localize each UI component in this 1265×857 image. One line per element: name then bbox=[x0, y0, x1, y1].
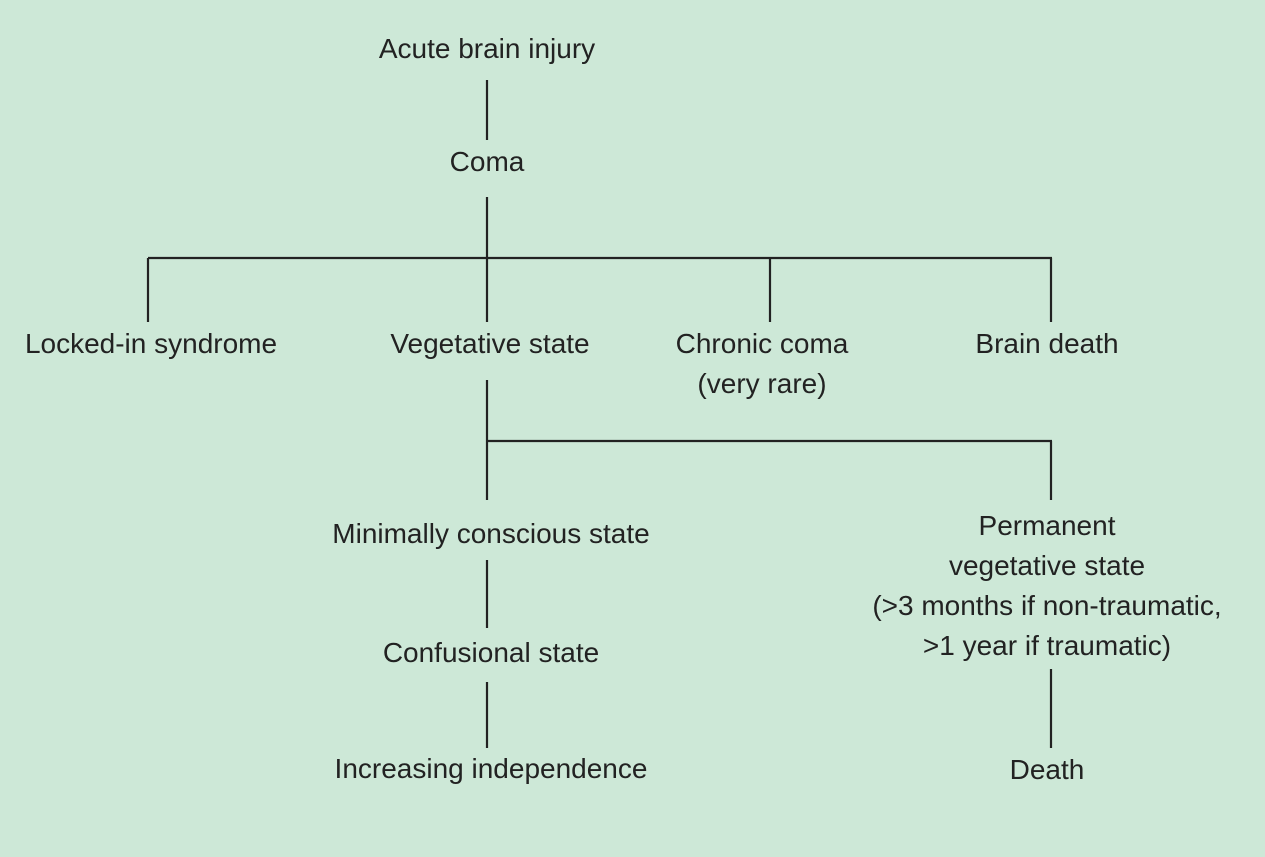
node-vegetative-state: Vegetative state bbox=[390, 324, 589, 364]
node-label: Vegetative state bbox=[390, 328, 590, 359]
node-locked-in-syndrome: Locked-in syndrome bbox=[25, 324, 277, 364]
node-acute-brain-injury: Acute brain injury bbox=[379, 29, 595, 69]
node-increasing-independence: Increasing independence bbox=[335, 749, 648, 789]
node-label: (very rare) bbox=[697, 368, 827, 399]
node-label: Permanent bbox=[978, 510, 1116, 541]
node-label: Chronic coma bbox=[675, 328, 849, 359]
node-label: Acute brain injury bbox=[378, 33, 596, 64]
node-brain-death: Brain death bbox=[975, 324, 1118, 364]
node-label: Confusional state bbox=[382, 637, 600, 668]
node-label: (>3 months if non-traumatic, bbox=[872, 590, 1222, 621]
node-coma: Coma bbox=[450, 142, 525, 182]
node-death: Death bbox=[1010, 750, 1085, 790]
node-minimally-conscious-state: Minimally conscious state bbox=[332, 514, 649, 554]
node-chronic-coma: Chronic coma (very rare) bbox=[676, 324, 849, 404]
node-permanent-vegetative-state: Permanent vegetative state (>3 months if… bbox=[872, 506, 1221, 666]
node-label: vegetative state bbox=[948, 550, 1146, 581]
node-label: Brain death bbox=[975, 328, 1119, 359]
node-label: Death bbox=[1009, 754, 1085, 785]
node-confusional-state: Confusional state bbox=[383, 633, 599, 673]
node-label: Increasing independence bbox=[334, 753, 648, 784]
node-label: Coma bbox=[449, 146, 525, 177]
node-label: Locked-in syndrome bbox=[24, 328, 278, 359]
node-label: Minimally conscious state bbox=[332, 518, 650, 549]
node-label: >1 year if traumatic) bbox=[922, 630, 1172, 661]
